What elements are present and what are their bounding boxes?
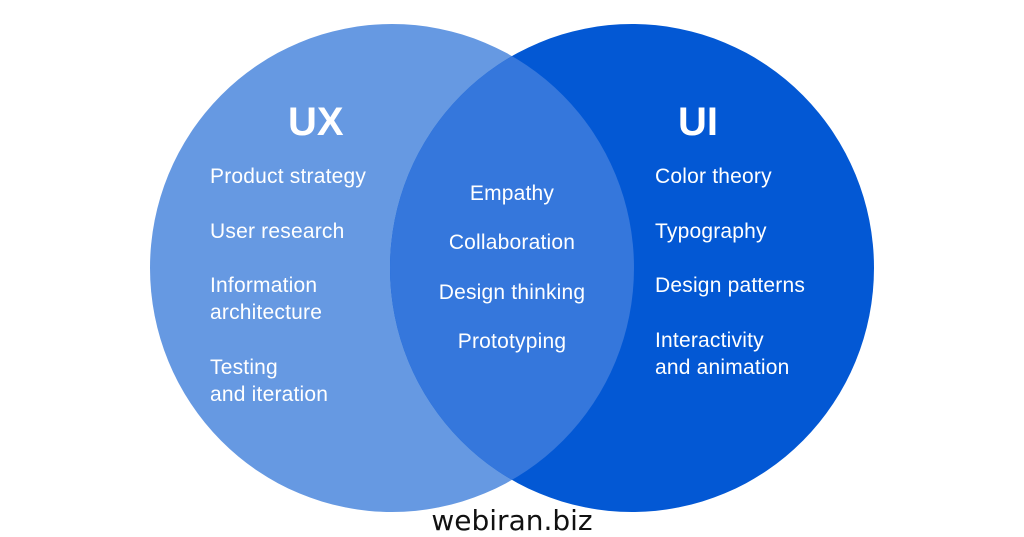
ux-title: UX (288, 100, 344, 144)
shared-item-empathy: Empathy (469, 182, 555, 205)
ux-item-information: Information (210, 274, 318, 297)
ui-item-color-theory: Color theory (655, 165, 772, 188)
watermark: webiran.biz (431, 504, 593, 537)
ui-title: UI (678, 100, 718, 144)
ui-item-typography: Typography (655, 220, 767, 243)
ui-item-design-patterns: Design patterns (655, 274, 806, 297)
shared-item-design-thinking: Design thinking (438, 281, 586, 304)
shared-item-collaboration: Collaboration (448, 231, 576, 254)
ux-item-and-iteration: and iteration (210, 383, 329, 406)
overlap-region (390, 24, 634, 512)
ux-item-testing: Testing (210, 356, 278, 379)
ux-item-architecture: architecture (210, 301, 323, 324)
ux-item-product-strategy: Product strategy (210, 165, 367, 188)
shared-item-prototyping: Prototyping (457, 330, 567, 353)
ui-item-and-animation: and animation (655, 356, 790, 379)
ui-item-interactivity: Interactivity (655, 329, 764, 352)
ux-item-user-research: User research (210, 220, 345, 243)
